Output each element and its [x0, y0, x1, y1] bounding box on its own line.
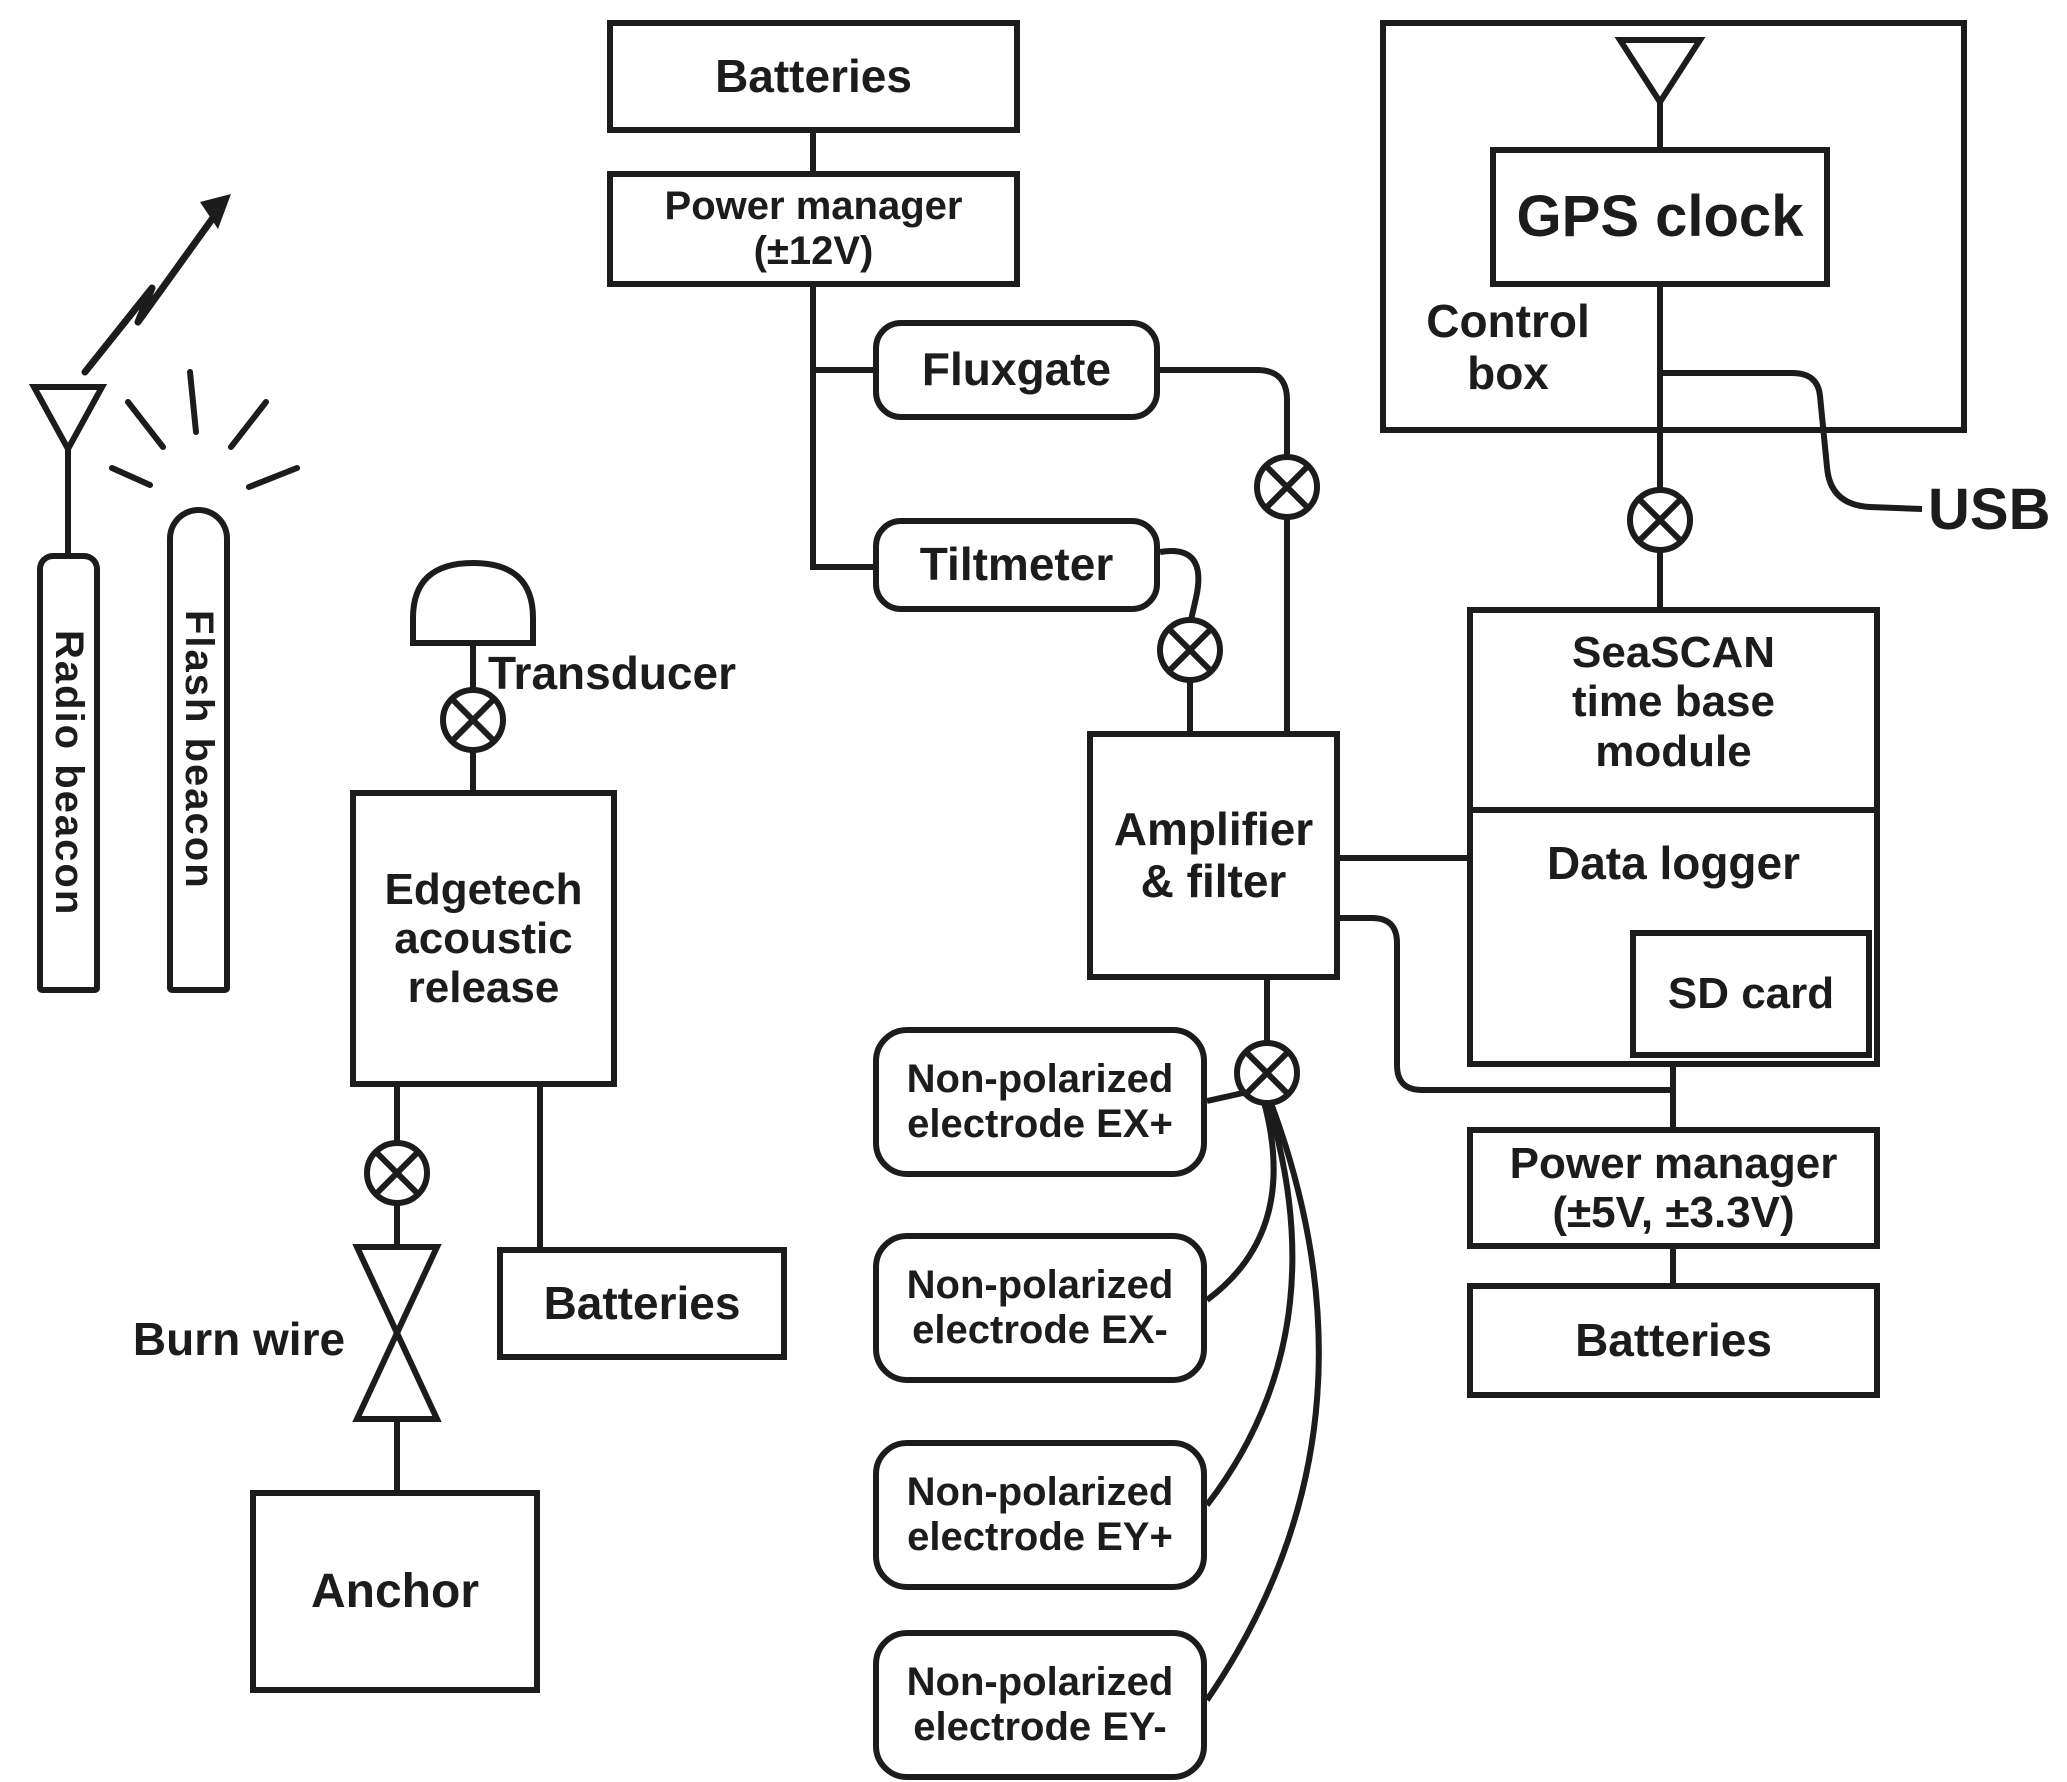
radio-antenna-icon — [28, 384, 108, 456]
burn-wire-icon-lower — [352, 1325, 442, 1422]
acoustic-release-line1: Edgetech — [384, 864, 583, 914]
flash-beacon-label: Flash beacon — [176, 610, 221, 890]
wire-gps-to-usb — [1660, 370, 1923, 512]
tiltmeter-label: Tiltmeter — [919, 538, 1114, 591]
amplifier-filter-box: Amplifier & filter — [1087, 731, 1340, 980]
electrode-eyp-line2: electrode EY+ — [907, 1515, 1173, 1559]
electrode-eym-line2: electrode EY- — [913, 1705, 1167, 1749]
sensor-batteries-box: Batteries — [607, 20, 1020, 133]
electrode-eyp-line1: Non-polarized — [906, 1470, 1174, 1515]
power-manager-5v-box: Power manager (±5V, ±3.3V) — [1467, 1127, 1880, 1249]
flash-beacon: Flash beacon — [167, 507, 230, 993]
acoustic-release-line3: release — [407, 963, 560, 1013]
transducer-label: Transducer — [488, 647, 736, 699]
electrode-eym-box: Non-polarized electrode EY- — [873, 1630, 1207, 1780]
cable-connector-icon — [1234, 1040, 1300, 1106]
wire-electrode-exp — [1206, 1090, 1244, 1104]
wire-amplifier-to-powermanager — [1340, 915, 1673, 1093]
wire-powermanager-to-tiltmeter — [810, 287, 873, 570]
sd-card-label: SD card — [1667, 969, 1835, 1019]
electrode-exp-line1: Non-polarized — [906, 1057, 1174, 1102]
gps-clock-label: GPS clock — [1516, 183, 1804, 249]
transducer-dome-icon — [410, 559, 536, 646]
fluxgate-label: Fluxgate — [921, 343, 1112, 396]
power-manager-12v-line2: (±12V) — [753, 229, 874, 273]
wire-electrode-eyp — [1204, 1102, 1296, 1507]
usb-label: USB — [1928, 477, 2051, 542]
amplifier-line2: & filter — [1140, 854, 1287, 907]
cable-connector-icon — [1627, 487, 1693, 553]
timebase-line3: module — [1595, 726, 1752, 776]
radio-beacon: Radio beacon — [37, 553, 100, 993]
radio-signal-arrowhead-icon — [200, 194, 231, 229]
electrode-exm-box: Non-polarized electrode EX- — [873, 1233, 1207, 1383]
fluxgate-box: Fluxgate — [873, 320, 1160, 420]
electrode-exm-line2: electrode EX- — [912, 1308, 1168, 1352]
data-logger-label: Data logger — [1546, 837, 1801, 889]
recorder-batteries-label: Batteries — [1575, 1313, 1772, 1366]
timebase-datalogger-box — [1467, 607, 1880, 1067]
gps-antenna-icon — [1614, 37, 1706, 108]
control-box-line2: box — [1467, 346, 1549, 399]
wire-electrode-exm — [1205, 1101, 1277, 1303]
flash-rays-icon — [109, 369, 300, 490]
radio-signal-zigzag-icon — [81, 211, 219, 376]
electrode-exp-box: Non-polarized electrode EX+ — [873, 1027, 1207, 1177]
electrode-eym-line1: Non-polarized — [906, 1660, 1174, 1705]
amplifier-line1: Amplifier — [1113, 802, 1314, 855]
control-box-line1: Control — [1426, 295, 1590, 347]
electrode-exp-line2: electrode EX+ — [907, 1102, 1173, 1146]
gps-clock-box: GPS clock — [1490, 147, 1830, 287]
timebase-line2: time base — [1572, 677, 1775, 727]
recorder-batteries-box: Batteries — [1467, 1283, 1880, 1398]
wire-tiltmeter-to-connector — [1159, 548, 1202, 621]
radio-beacon-label: Radio beacon — [46, 629, 91, 917]
wire-fluxgate-to-connector — [1160, 367, 1290, 457]
cable-connector-icon — [440, 687, 506, 753]
release-batteries-label: Batteries — [543, 1276, 741, 1329]
acoustic-release-line2: acoustic — [394, 913, 573, 963]
electrode-exm-line1: Non-polarized — [906, 1263, 1174, 1308]
control-box — [1380, 20, 1967, 433]
wire-electrode-eym — [1204, 1101, 1322, 1702]
cable-connector-icon — [1254, 454, 1320, 520]
power-manager-12v-box: Power manager (±12V) — [607, 171, 1020, 287]
electrode-eyp-box: Non-polarized electrode EY+ — [873, 1440, 1207, 1590]
anchor-box: Anchor — [250, 1490, 540, 1693]
cable-connector-icon — [364, 1140, 430, 1206]
power-manager-5v-line2: (±5V, ±3.3V) — [1552, 1188, 1795, 1237]
timebase-line1: SeaSCAN — [1572, 628, 1775, 677]
timebase-label: SeaSCAN time base module — [1467, 628, 1880, 776]
sensor-batteries-label: Batteries — [715, 49, 912, 102]
burn-wire-label: Burn wire — [132, 1313, 346, 1365]
tiltmeter-box: Tiltmeter — [873, 518, 1160, 612]
release-batteries-box: Batteries — [497, 1247, 787, 1360]
power-manager-5v-line1: Power manager — [1509, 1138, 1838, 1188]
burn-wire-icon-upper — [352, 1244, 442, 1341]
control-box-label: Control box — [1398, 295, 1618, 399]
acoustic-release-box: Edgetech acoustic release — [350, 790, 617, 1087]
cable-connector-icon — [1157, 617, 1223, 683]
sd-card-box: SD card — [1630, 930, 1872, 1058]
anchor-label: Anchor — [311, 1564, 479, 1618]
power-manager-12v-line1: Power manager — [664, 184, 963, 229]
